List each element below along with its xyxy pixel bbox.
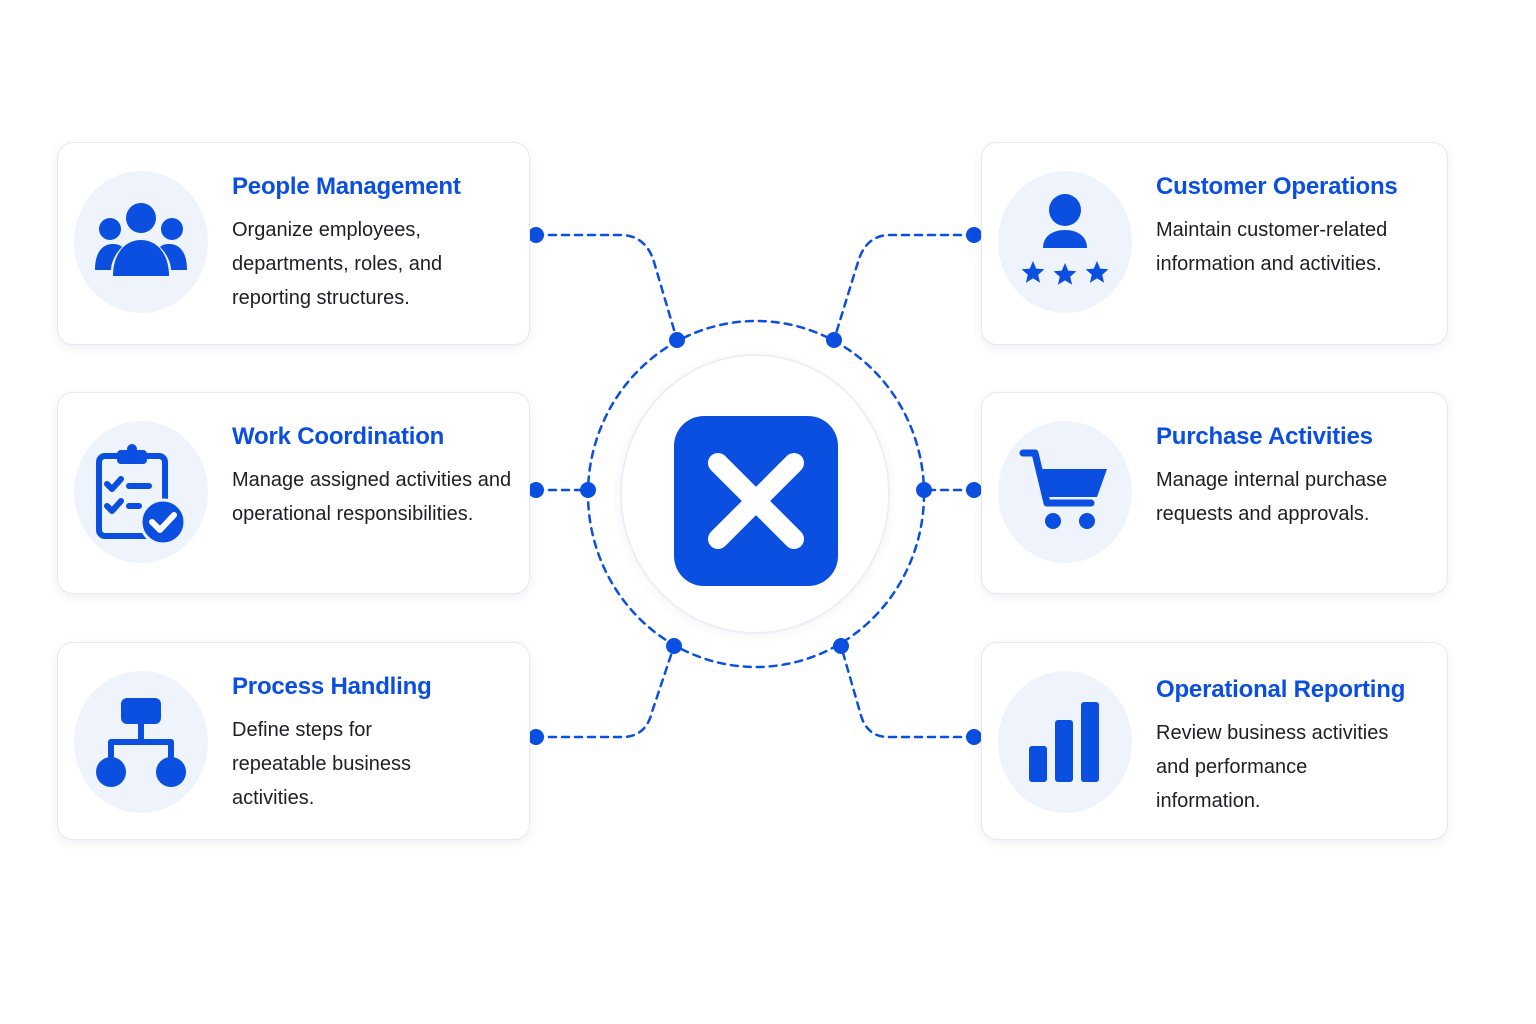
connector-dot bbox=[833, 638, 849, 654]
card-people-management[interactable]: People Management Organize employees, de… bbox=[57, 142, 530, 345]
connector-dot bbox=[966, 482, 982, 498]
card-title: People Management bbox=[232, 173, 461, 200]
connector-dot bbox=[580, 482, 596, 498]
people-group-icon bbox=[95, 203, 187, 276]
connector-dot bbox=[528, 227, 544, 243]
connector-dot bbox=[666, 638, 682, 654]
card-title: Purchase Activities bbox=[1156, 423, 1373, 450]
card-icon-badge bbox=[998, 171, 1132, 313]
hub-logo bbox=[674, 416, 838, 586]
card-title: Process Handling bbox=[232, 673, 432, 700]
connector-dot bbox=[528, 729, 544, 745]
card-description: Manage assigned activities and operation… bbox=[232, 469, 512, 525]
bar-chart-icon bbox=[1029, 702, 1099, 782]
customer-rating-icon bbox=[1021, 194, 1109, 285]
card-description: Maintain customer-related information an… bbox=[1156, 219, 1388, 275]
card-purchase-activities[interactable]: Purchase Activities Manage internal purc… bbox=[981, 392, 1448, 594]
card-icon-badge bbox=[74, 171, 208, 313]
shopping-cart-icon bbox=[1019, 449, 1107, 529]
clipboard-check-icon bbox=[96, 444, 187, 544]
card-icon-badge bbox=[998, 671, 1132, 813]
connector-process-handling bbox=[534, 644, 676, 739]
card-process-handling[interactable]: Process Handling Define steps for repeat… bbox=[57, 642, 530, 840]
connector-dot bbox=[966, 729, 982, 745]
connector-operational-reporting bbox=[839, 644, 976, 739]
card-title: Work Coordination bbox=[232, 423, 445, 450]
process-flow-icon bbox=[96, 698, 186, 787]
card-customer-operations[interactable]: Customer Operations Maintain customer-re… bbox=[981, 142, 1448, 345]
connector-dot bbox=[966, 227, 982, 243]
connector-people-management bbox=[534, 233, 679, 342]
card-icon-badge bbox=[74, 421, 208, 563]
x-logo-icon bbox=[708, 453, 804, 549]
card-title: Operational Reporting bbox=[1156, 676, 1406, 703]
card-operational-reporting[interactable]: Operational Reporting Review business ac… bbox=[981, 642, 1448, 840]
connector-customer-operations bbox=[832, 233, 976, 342]
card-description: Organize employees, departments, roles, … bbox=[232, 219, 443, 309]
card-icon-badge bbox=[998, 421, 1132, 563]
connector-dot bbox=[669, 332, 685, 348]
connector-dot bbox=[916, 482, 932, 498]
card-description: Manage internal purchase requests and ap… bbox=[1156, 469, 1388, 525]
card-description: Define steps for repeatable business act… bbox=[232, 719, 412, 809]
connector-dot bbox=[826, 332, 842, 348]
card-title: Customer Operations bbox=[1156, 173, 1398, 200]
card-icon-badge bbox=[74, 671, 208, 813]
card-work-coordination[interactable]: Work Coordination Manage assigned activi… bbox=[57, 392, 530, 594]
connector-dot bbox=[528, 482, 544, 498]
card-description: Review business activities and performan… bbox=[1156, 722, 1389, 812]
